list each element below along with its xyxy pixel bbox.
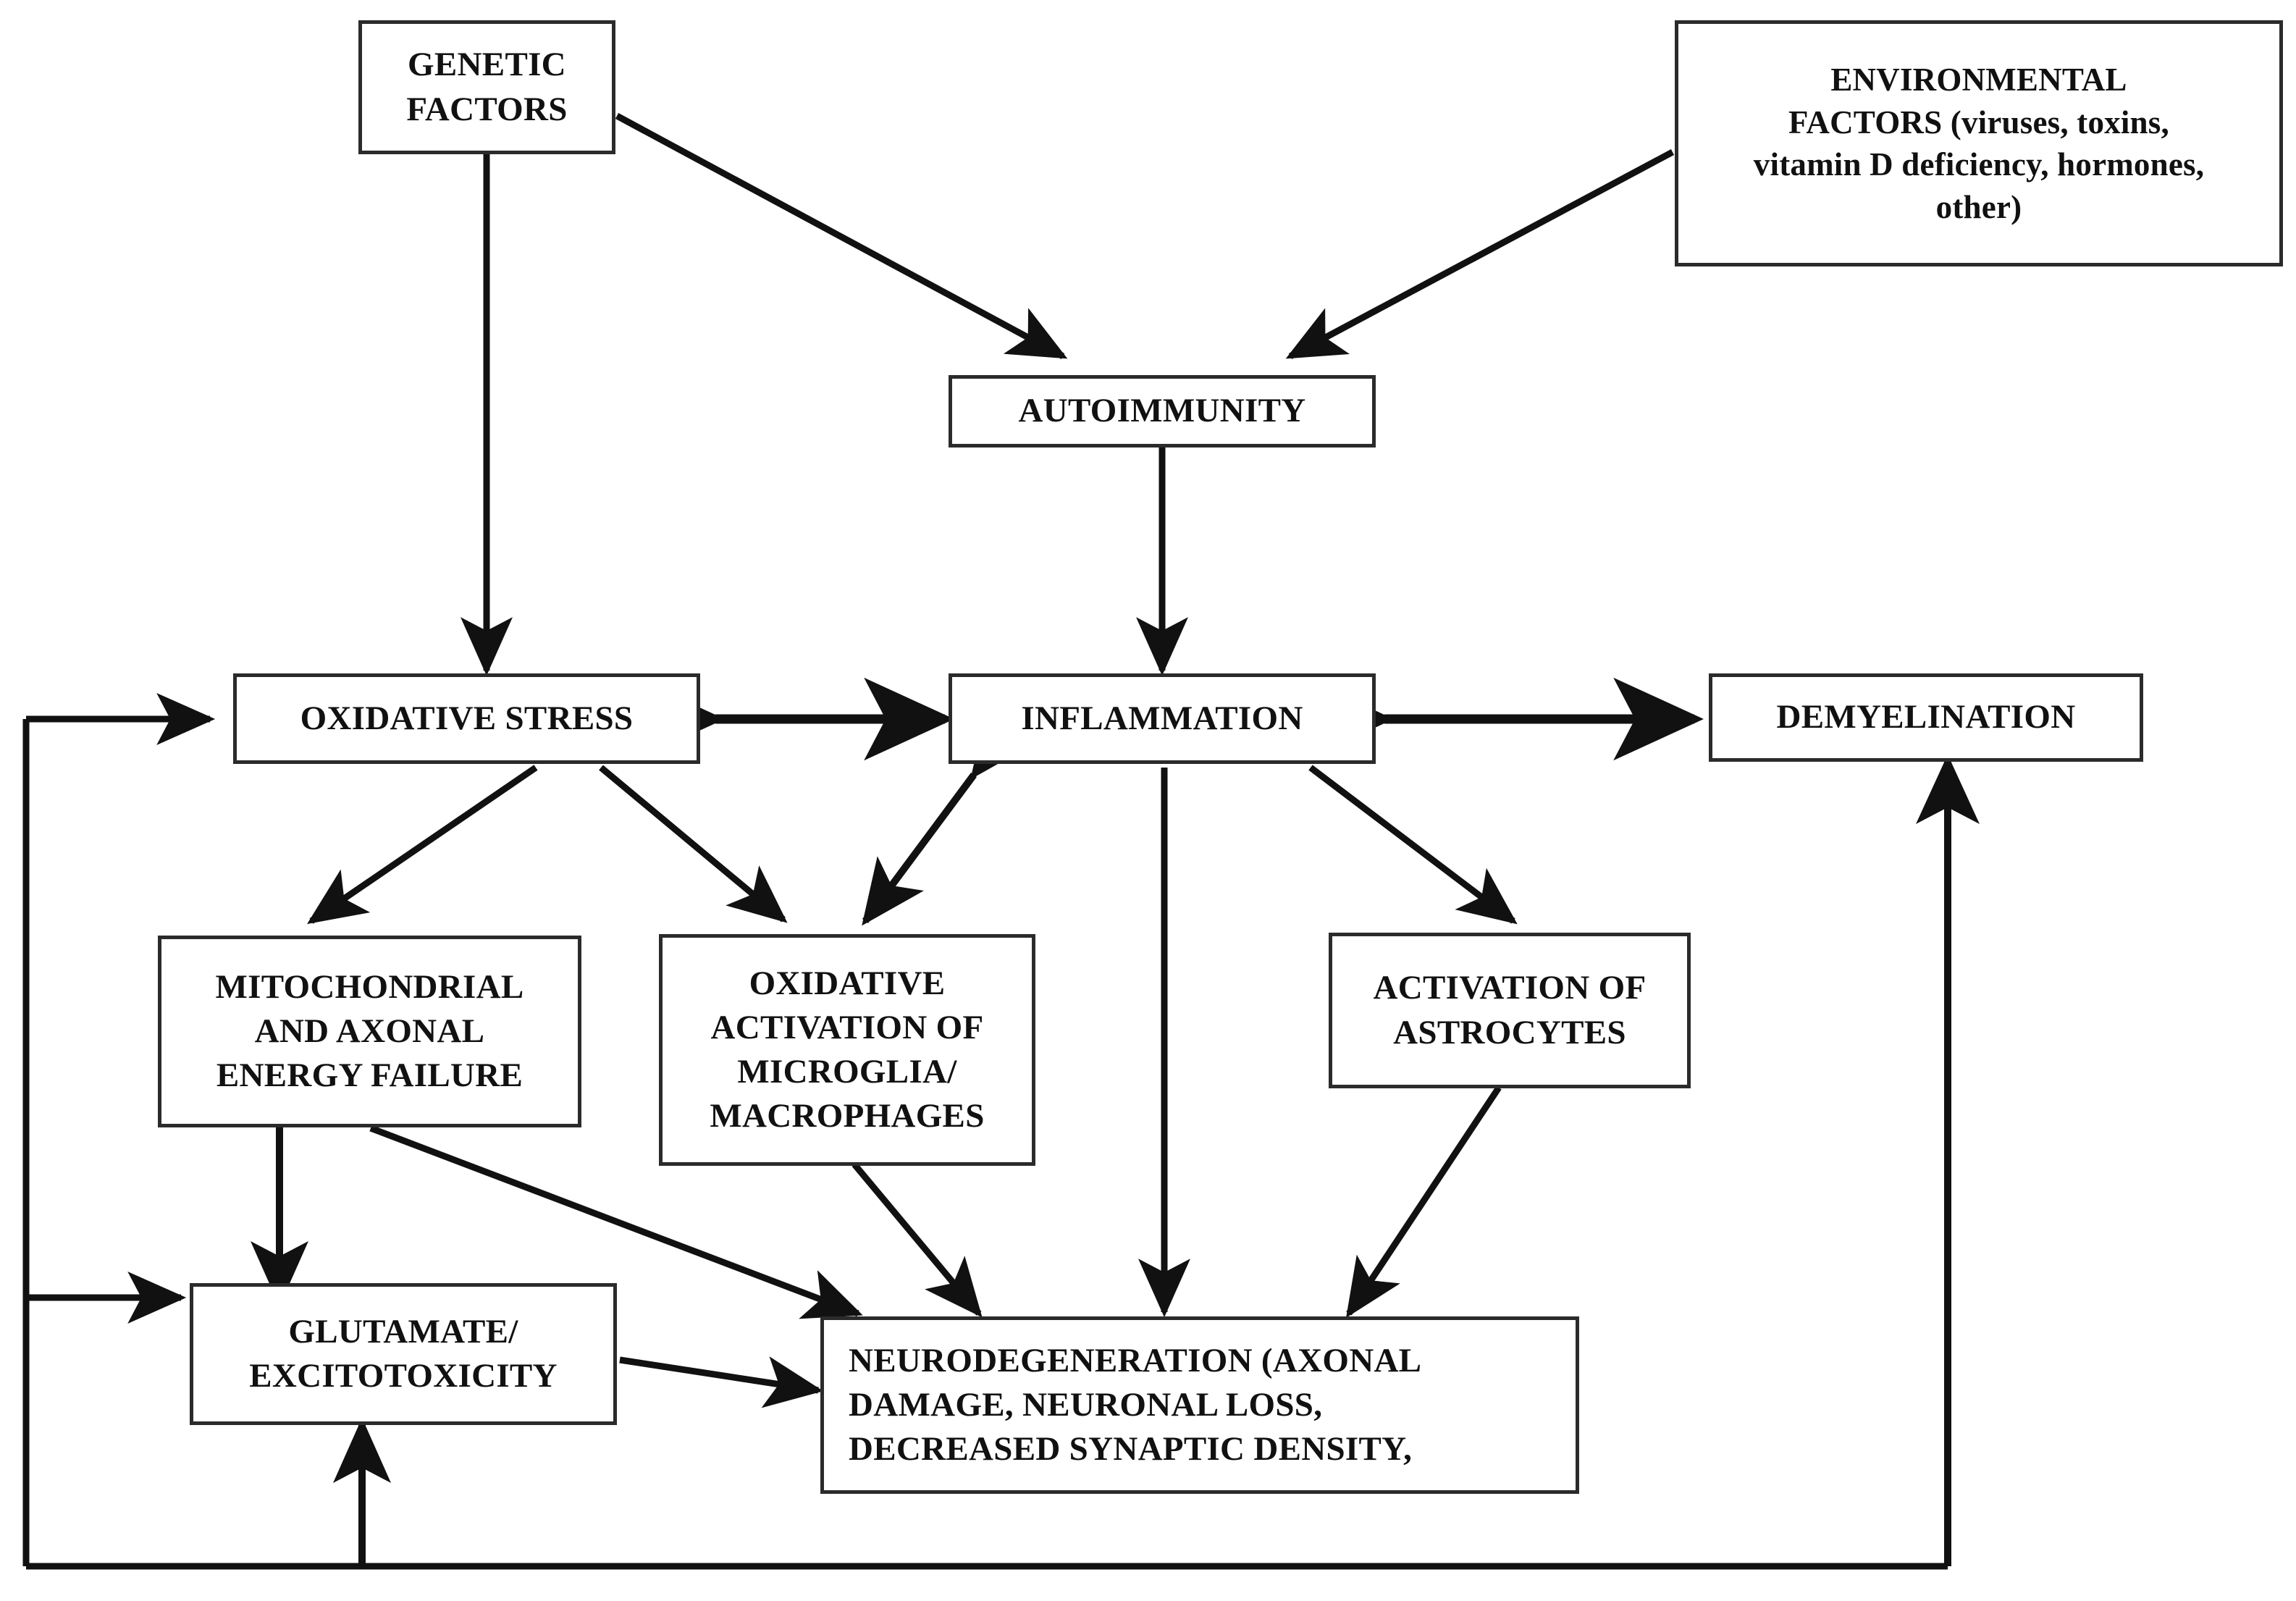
node-inflammation[interactable]: INFLAMMATION bbox=[949, 673, 1376, 764]
node-environmental-factors-label: ENVIRONMENTAL FACTORS (viruses, toxins, … bbox=[1753, 62, 2205, 225]
node-oxidative-stress-label: OXIDATIVE STRESS bbox=[300, 699, 634, 737]
node-environmental-factors[interactable]: ENVIRONMENTAL FACTORS (viruses, toxins, … bbox=[1675, 20, 2283, 266]
node-mitochondrial-axonal-energy-failure[interactable]: MITOCHONDRIAL AND AXONAL ENERGY FAILURE bbox=[158, 936, 581, 1127]
node-activation-of-astrocytes[interactable]: ACTIVATION OF ASTROCYTES bbox=[1329, 933, 1691, 1088]
node-genetic-factors-label: GENETIC FACTORS bbox=[406, 46, 568, 128]
node-glutamate-excitotoxicity[interactable]: GLUTAMATE/ EXCITOTOXICITY bbox=[190, 1283, 617, 1425]
edge-genetic-to-autoimmunity bbox=[615, 113, 1068, 359]
node-autoimmunity-label: AUTOIMMUNITY bbox=[1018, 392, 1306, 430]
node-inflammation-label: INFLAMMATION bbox=[1021, 699, 1303, 737]
node-activation-of-astrocytes-label: ACTIVATION OF ASTROCYTES bbox=[1373, 969, 1647, 1051]
edge-inflammation-to-astrocytes bbox=[1308, 765, 1518, 925]
edge-microglia-to-neurodegeneration bbox=[851, 1162, 983, 1318]
node-autoimmunity[interactable]: AUTOIMMUNITY bbox=[949, 375, 1376, 447]
edge-astrocytes-to-neurodegeneration bbox=[1346, 1085, 1502, 1318]
edge-oxidative-stress-to-microglia bbox=[599, 765, 788, 923]
node-oxidative-stress[interactable]: OXIDATIVE STRESS bbox=[233, 673, 700, 764]
edge-inflammation-microglia bbox=[862, 710, 1033, 926]
node-neurodegeneration[interactable]: NEURODEGENERATION (AXONAL DAMAGE, NEURON… bbox=[820, 1316, 1579, 1494]
node-genetic-factors[interactable]: GENETIC FACTORS bbox=[358, 20, 615, 154]
node-microglia-macrophages-label: OXIDATIVE ACTIVATION OF MICROGLIA/ MACRO… bbox=[710, 964, 985, 1135]
node-microglia-macrophages[interactable]: OXIDATIVE ACTIVATION OF MICROGLIA/ MACRO… bbox=[659, 934, 1035, 1166]
node-demyelination[interactable]: DEMYELINATION bbox=[1709, 673, 2143, 762]
edge-glutamate-to-neurodegeneration-line bbox=[619, 1356, 824, 1408]
edge-oxidative-stress-to-mitochondrial bbox=[307, 765, 538, 925]
node-mitochondrial-axonal-energy-failure-label: MITOCHONDRIAL AND AXONAL ENERGY FAILURE bbox=[215, 967, 524, 1095]
edge-environmental-to-autoimmunity bbox=[1285, 149, 1675, 359]
node-neurodegeneration-label: NEURODEGENERATION (AXONAL DAMAGE, NEURON… bbox=[849, 1341, 1422, 1468]
node-demyelination-label: DEMYELINATION bbox=[1776, 698, 2076, 736]
node-glutamate-excitotoxicity-label: GLUTAMATE/ EXCITOTOXICITY bbox=[249, 1312, 558, 1395]
